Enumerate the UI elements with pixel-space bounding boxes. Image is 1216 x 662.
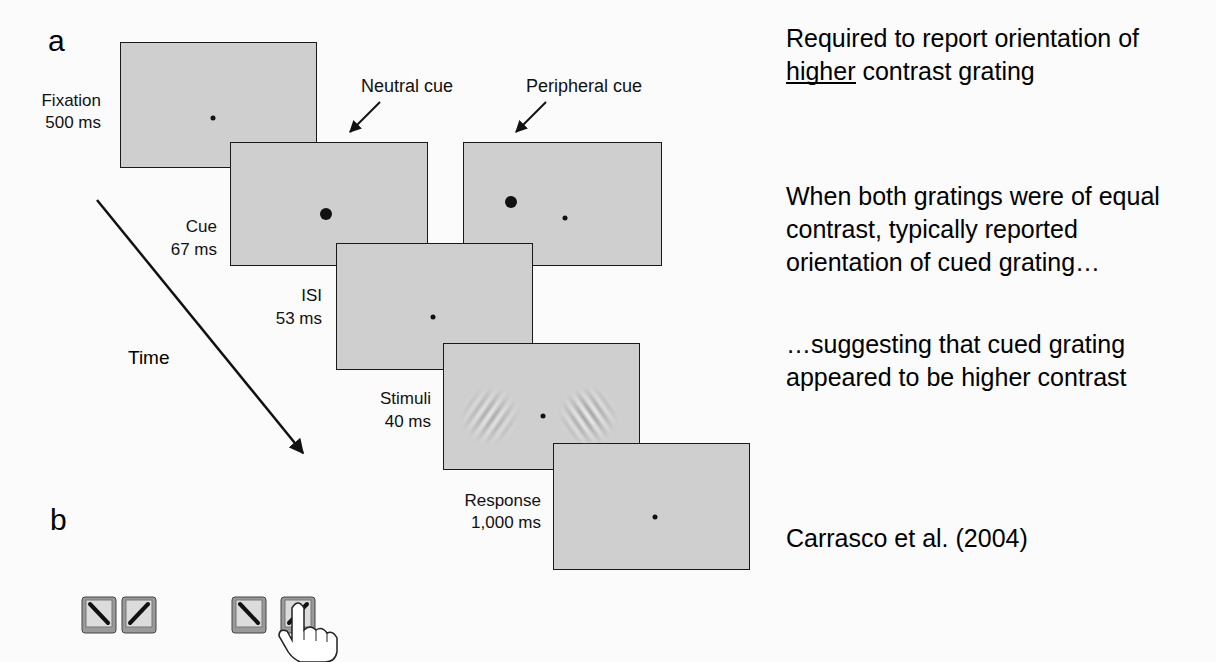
note-text: Required to report orientation of higher… — [786, 22, 1200, 88]
orientation-bar — [240, 604, 258, 623]
note-text: When both gratings were of equal contras… — [786, 180, 1200, 279]
note-text: …suggesting that cued grating appeared t… — [786, 328, 1200, 394]
duration-label: 40 ms — [281, 412, 431, 432]
duration-label: 67 ms — [67, 240, 217, 260]
panel-letter: a — [48, 24, 88, 58]
callout-arrow — [516, 102, 546, 132]
key-face — [285, 600, 311, 627]
duration-label: 500 ms — [0, 113, 101, 133]
citation: Carrasco et al. (2004) — [786, 522, 1200, 555]
screen-label: ISI — [172, 286, 322, 306]
duration-label: 1,000 ms — [391, 513, 541, 533]
axis-label: Time — [128, 347, 208, 369]
key-face — [86, 600, 112, 627]
key-cap — [122, 597, 156, 633]
key-cap — [232, 597, 266, 633]
duration-label: 53 ms — [172, 309, 322, 329]
response-screen: Response1,000 ms — [553, 443, 750, 570]
screen-label: Response — [391, 491, 541, 511]
key-face — [236, 600, 262, 627]
orientation-bar — [130, 604, 148, 623]
orientation-bar — [90, 604, 108, 623]
key-cap — [82, 597, 116, 633]
screen-label: Peripheral cue — [526, 76, 706, 96]
screen-label: Fixation — [0, 91, 101, 111]
hand-knuckles — [304, 630, 327, 642]
panel-letter: b — [50, 503, 90, 537]
pointing-hand — [279, 603, 337, 662]
screen-label: Cue — [67, 217, 217, 237]
callout-arrow — [350, 102, 380, 132]
screen-label: Stimuli — [281, 389, 431, 409]
key-face — [126, 600, 152, 627]
cue-label: Neutral cue — [361, 76, 521, 96]
key-cap — [281, 597, 315, 633]
orientation-bar — [289, 604, 307, 623]
underline — [786, 82, 856, 84]
